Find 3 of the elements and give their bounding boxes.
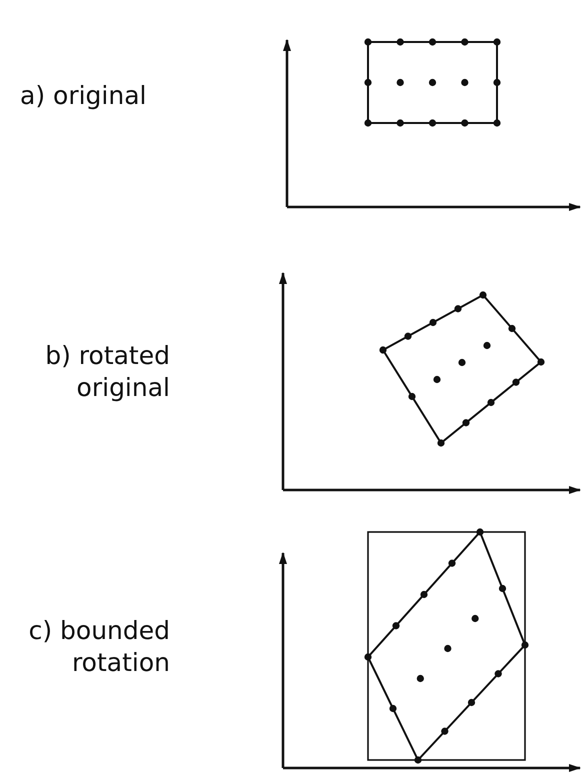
panel-caption: a) original [20, 80, 148, 112]
panel-caption: b) rotated original [44, 340, 170, 404]
panel-caption: c) bounded rotation [28, 615, 170, 679]
